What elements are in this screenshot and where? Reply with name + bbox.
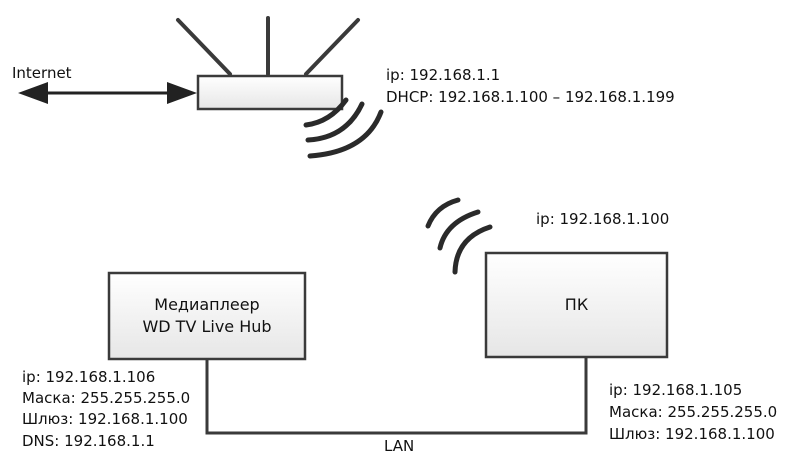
- pc-wifi-icon: [425, 197, 493, 275]
- router-ip: ip: 192.168.1.1: [386, 66, 501, 84]
- lan-label: LAN: [384, 437, 415, 455]
- mediaplayer-mask: Маска: 255.255.255.0: [22, 389, 191, 407]
- pc-label: ПК: [486, 253, 667, 357]
- router-antennas: [176, 16, 360, 76]
- mediaplayer-label: Медиаплеер WD TV Live Hub: [109, 273, 305, 359]
- pc-lan-ip: ip: 192.168.1.105: [609, 381, 743, 399]
- mediaplayer-dns: DNS: 192.168.1.1: [22, 432, 155, 450]
- pc-lan-gateway: Шлюз: 192.168.1.100: [609, 425, 775, 443]
- router-box: [196, 74, 344, 111]
- mediaplayer-name-line1: Медиаплеер: [154, 295, 260, 314]
- pc-box: [484, 251, 669, 359]
- pc-lan-mask: Маска: 255.255.255.0: [609, 403, 778, 421]
- lan-cable: [205, 357, 588, 435]
- mediaplayer-gateway: Шлюз: 192.168.1.100: [22, 410, 188, 428]
- pc-name: ПК: [564, 295, 589, 314]
- mediaplayer-box: [107, 271, 307, 361]
- pc-wifi-ip: ip: 192.168.1.100: [536, 210, 670, 228]
- mediaplayer-name-line2: WD TV Live Hub: [142, 317, 272, 336]
- router-dhcp-range: DHCP: 192.168.1.100 – 192.168.1.199: [386, 88, 675, 106]
- internet-link-arrow: [18, 82, 197, 104]
- internet-label: Internet: [12, 64, 72, 82]
- mediaplayer-ip: ip: 192.168.1.106: [22, 368, 156, 386]
- router-wifi-icon: [303, 97, 384, 159]
